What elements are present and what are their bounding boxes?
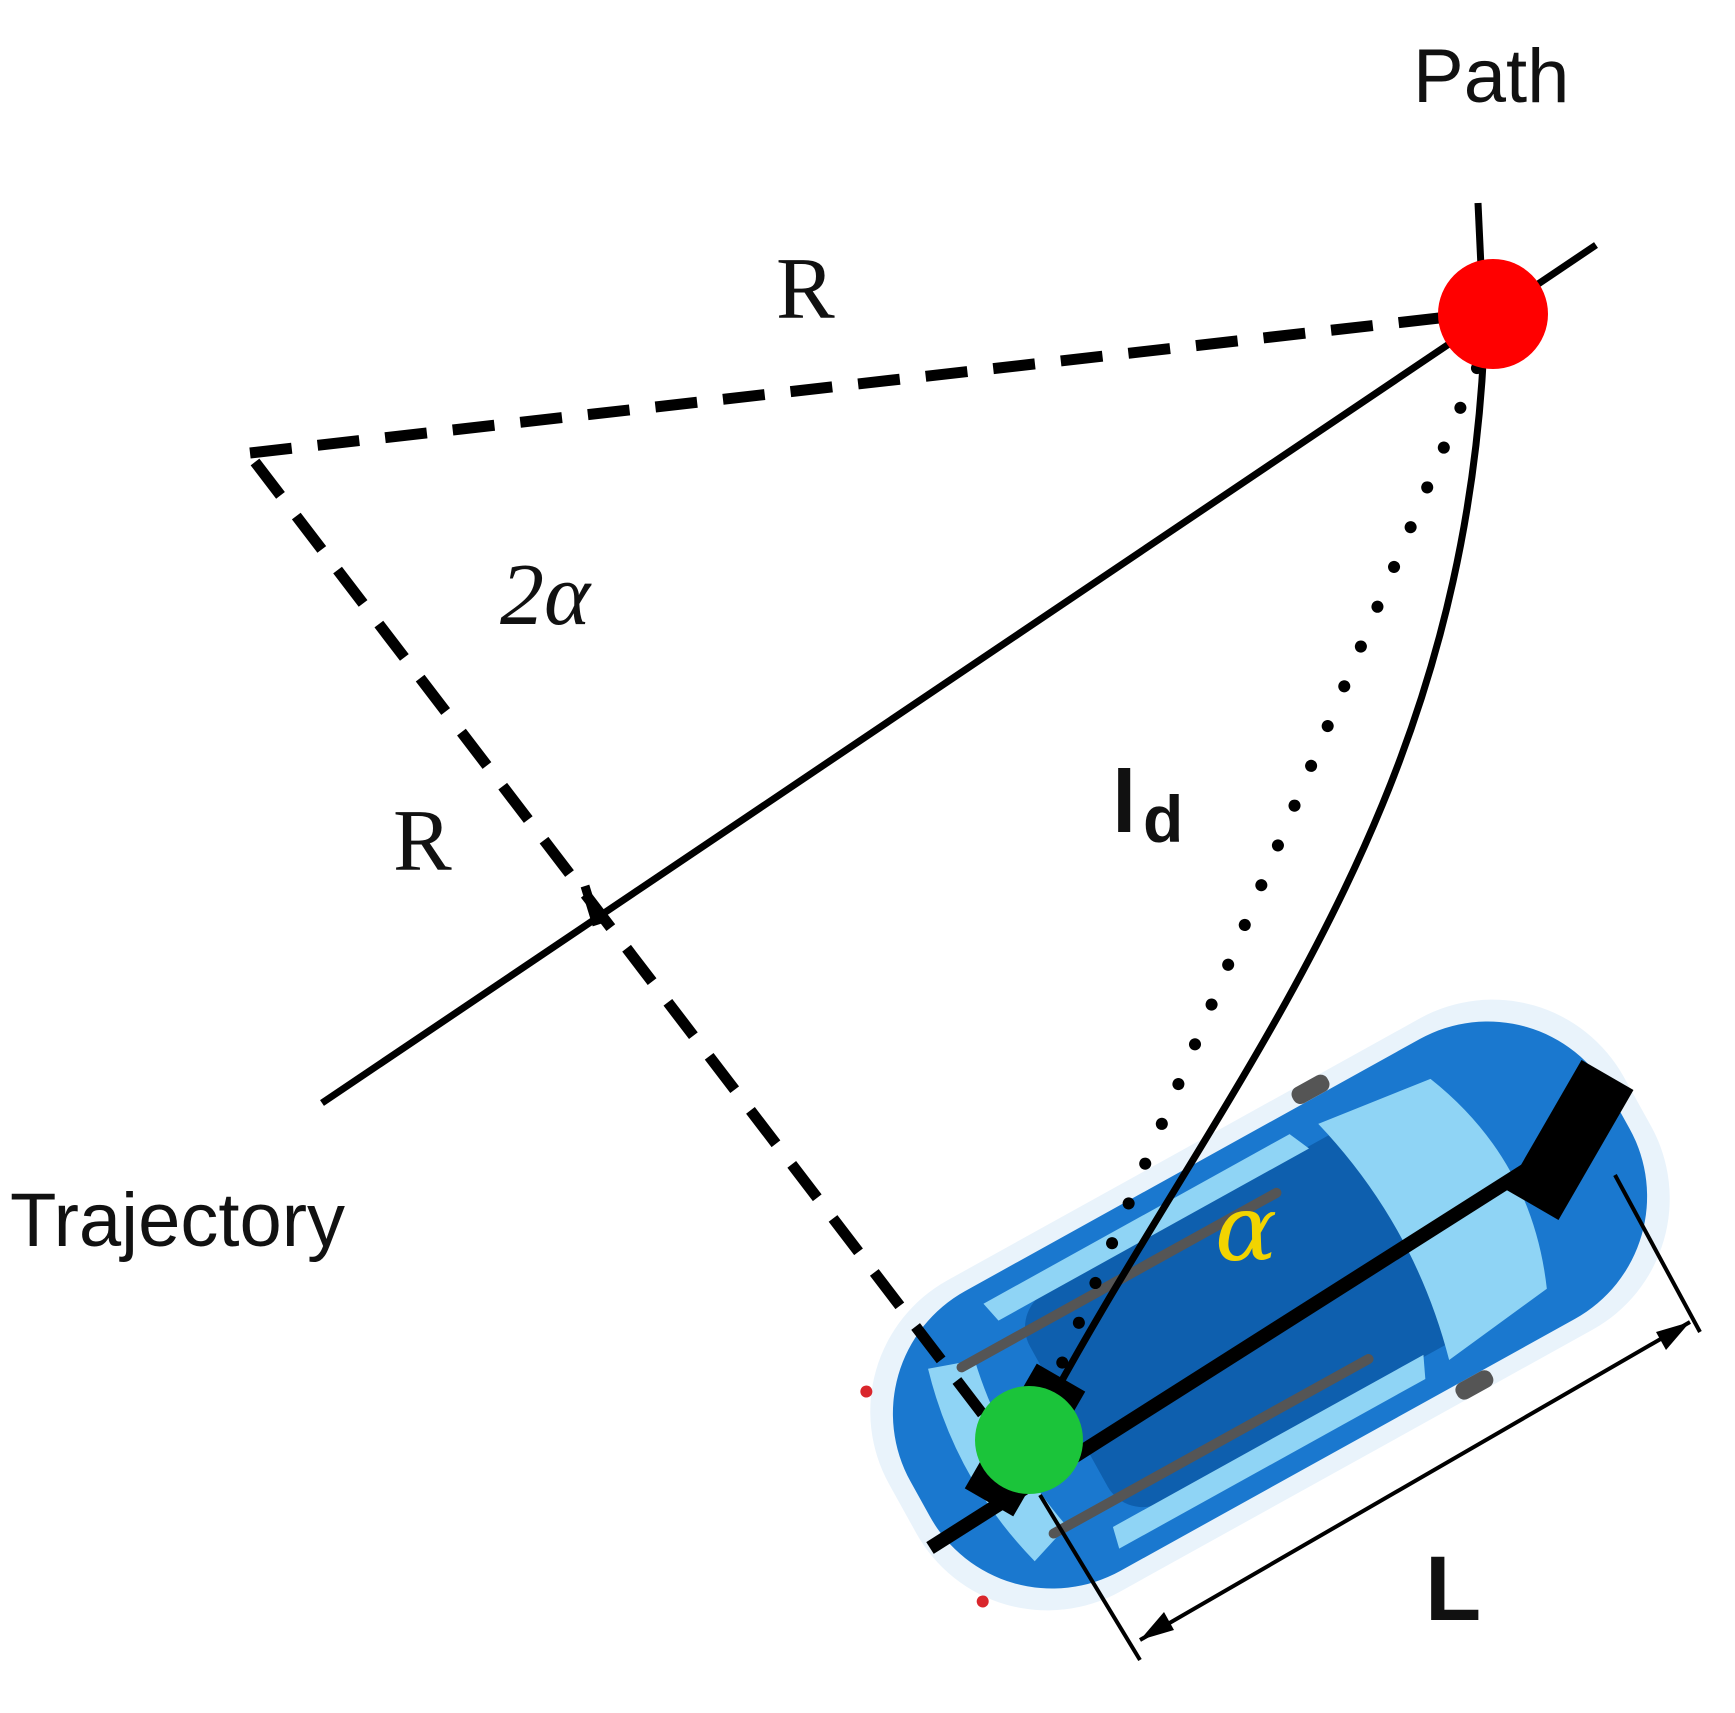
radius-label-left: R [393,793,452,890]
car-top-view-icon [860,999,1670,1611]
car-windshield [1318,1078,1547,1361]
front-wheel [1506,1060,1634,1220]
lookahead-label-main: l [1112,752,1136,851]
lookahead-label-sub: d [1143,782,1183,856]
path-label: Path [1413,34,1569,119]
wheelbase-dimension [1038,1174,1702,1662]
double-angle-label: 2α [500,547,592,644]
trajectory-label: Trajectory [10,1178,345,1263]
radius-line-left [250,458,1015,1454]
angle-label: α [1215,1175,1277,1282]
trajectory-line [320,242,1598,1106]
radius-label-top: R [776,241,835,338]
wheelbase-label: L [1425,1538,1481,1640]
lookahead-label: l d [1112,752,1183,856]
intersection-tick [580,884,602,927]
rear-axle-point [975,1386,1083,1494]
radius-line-top [249,306,1493,459]
goal-point [1438,259,1548,369]
vehicle-arc [1031,319,1489,1432]
